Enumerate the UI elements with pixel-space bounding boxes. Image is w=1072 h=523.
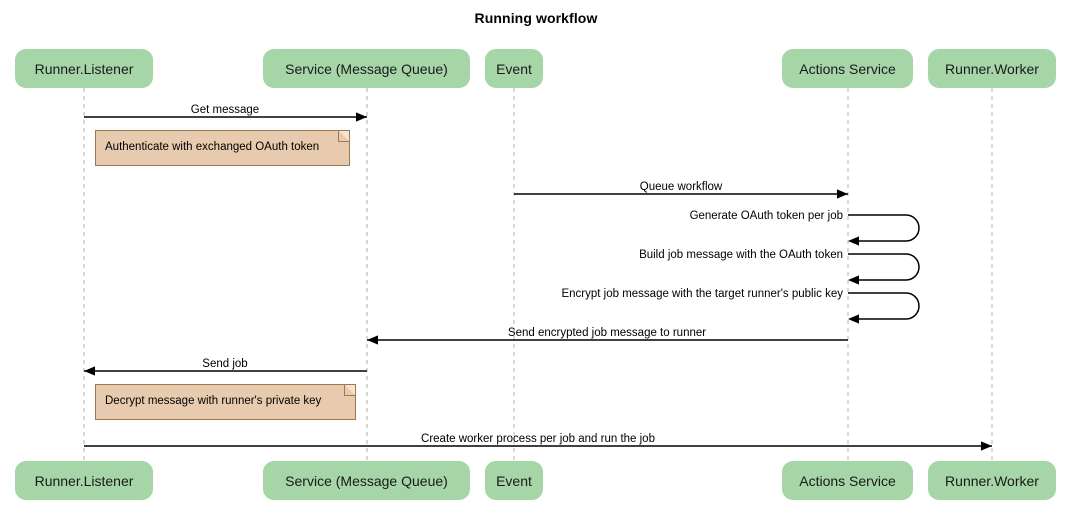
arrow-head	[848, 275, 859, 285]
actor-runner-listener-top[interactable]: Runner.Listener	[15, 49, 153, 88]
arrow-head	[356, 112, 367, 122]
actor-runner-listener-bottom[interactable]: Runner.Listener	[15, 461, 153, 500]
actor-event-bottom[interactable]: Event	[485, 461, 543, 500]
actor-actions-service-top[interactable]: Actions Service	[782, 49, 913, 88]
note-text: Decrypt message with runner's private ke…	[105, 395, 322, 408]
actor-service-message-queue-top[interactable]: Service (Message Queue)	[263, 49, 470, 88]
message-label-encrypt-job-message-with-the-target-runners-public-key: Encrypt job message with the target runn…	[561, 288, 843, 300]
actor-runner-worker-bottom[interactable]: Runner.Worker	[928, 461, 1056, 500]
note-text: Authenticate with exchanged OAuth token	[105, 141, 320, 154]
actor-label: Actions Service	[799, 472, 896, 489]
actor-label: Runner.Worker	[945, 60, 1039, 77]
message-encrypt-job-message-with-the-target-runners-public-key	[848, 292, 920, 324]
note-decrypt-message-with-runners-private-key: Decrypt message with runner's private ke…	[95, 384, 356, 420]
arrow-head	[837, 189, 848, 199]
note-fold-corner-icon	[344, 385, 355, 396]
message-generate-oauth-token-per-job	[848, 214, 920, 246]
message-label-build-job-message-with-the-oauth-token: Build job message with the OAuth token	[639, 249, 843, 261]
message-label-queue-workflow: Queue workflow	[639, 181, 723, 193]
message-label-generate-oauth-token-per-job: Generate OAuth token per job	[689, 210, 843, 222]
actor-label: Service (Message Queue)	[285, 60, 448, 77]
diagram-title: Running workflow	[474, 10, 598, 26]
arrow-head	[848, 314, 859, 324]
message-label-send-job: Send job	[202, 358, 248, 370]
note-fold-corner-icon	[338, 131, 349, 142]
self-loop-path	[848, 253, 920, 281]
actor-label: Actions Service	[799, 60, 896, 77]
arrow-head	[367, 335, 378, 345]
message-label-get-message: Get message	[190, 104, 260, 116]
actor-runner-worker-top[interactable]: Runner.Worker	[928, 49, 1056, 88]
message-build-job-message-with-the-oauth-token	[848, 253, 920, 285]
arrow-head	[84, 366, 95, 376]
actor-label: Runner.Listener	[34, 60, 134, 77]
actor-event-top[interactable]: Event	[485, 49, 543, 88]
actor-label: Event	[496, 472, 532, 489]
actor-label: Service (Message Queue)	[285, 472, 448, 489]
actor-actions-service-bottom[interactable]: Actions Service	[782, 461, 913, 500]
self-loop-path	[848, 214, 920, 242]
actor-label: Runner.Worker	[945, 472, 1039, 489]
note-authenticate-with-exchanged-oauth-token: Authenticate with exchanged OAuth token	[95, 130, 350, 166]
actor-label: Event	[496, 60, 532, 77]
actor-service-message-queue-bottom[interactable]: Service (Message Queue)	[263, 461, 470, 500]
arrow-head	[981, 441, 992, 451]
message-label-send-encrypted-job-message-to-runner: Send encrypted job message to runner	[507, 327, 707, 339]
message-label-create-worker-process-per-job-and-run-the-job: Create worker process per job and run th…	[421, 433, 655, 445]
self-loop-path	[848, 292, 920, 320]
actor-label: Runner.Listener	[34, 472, 134, 489]
arrow-head	[848, 236, 859, 246]
